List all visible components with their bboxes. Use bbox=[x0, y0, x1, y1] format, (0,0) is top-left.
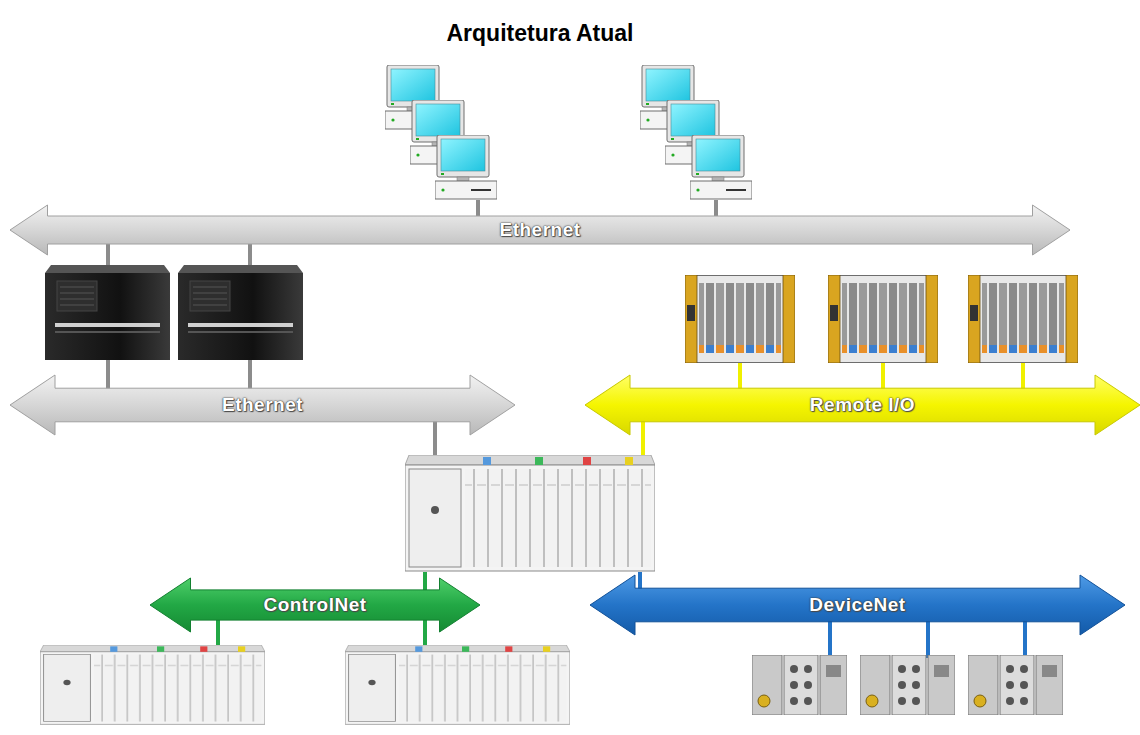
server bbox=[45, 265, 170, 360]
title-text: Arquitetura Atual bbox=[447, 20, 634, 46]
plc-chassis bbox=[405, 455, 655, 571]
workstation-group bbox=[385, 65, 497, 199]
workstation-group bbox=[640, 65, 752, 199]
remote-io-bus: Remote I/O bbox=[585, 375, 1140, 435]
remote-io-rack bbox=[685, 275, 795, 363]
bus-label: Ethernet bbox=[222, 394, 303, 416]
bus-label: ControlNet bbox=[263, 594, 366, 616]
bus-label: Remote I/O bbox=[810, 394, 915, 416]
diagram-title: Arquitetura Atual bbox=[0, 20, 1080, 47]
bus-label: Ethernet bbox=[499, 219, 580, 241]
ethernet-bus: Ethernet bbox=[10, 375, 515, 435]
bus-label: DeviceNet bbox=[809, 594, 905, 616]
remote-io-rack bbox=[968, 275, 1078, 363]
bus-arrow bbox=[10, 375, 515, 435]
bus-arrow bbox=[590, 575, 1125, 635]
plc-chassis bbox=[345, 645, 570, 724]
bus-arrow bbox=[150, 578, 480, 632]
controlnet-bus: ControlNet bbox=[150, 578, 480, 632]
plc-chassis bbox=[40, 645, 265, 724]
bus-arrow bbox=[585, 375, 1140, 435]
devicenet-module bbox=[860, 655, 955, 715]
devicenet-module bbox=[968, 655, 1063, 715]
server bbox=[178, 265, 303, 360]
bus-arrow bbox=[10, 205, 1070, 255]
devicenet-bus: DeviceNet bbox=[590, 575, 1125, 635]
devicenet-module bbox=[752, 655, 847, 715]
ethernet-bus: Ethernet bbox=[10, 205, 1070, 255]
remote-io-rack bbox=[828, 275, 938, 363]
